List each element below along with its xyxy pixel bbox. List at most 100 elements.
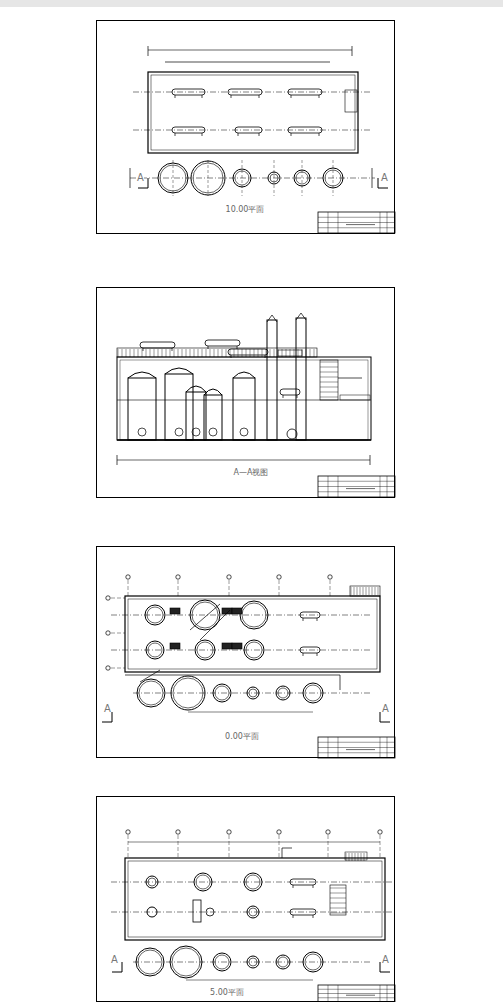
outline bbox=[148, 72, 358, 153]
drawing-line bbox=[338, 212, 339, 233]
drawing-line bbox=[231, 355, 232, 358]
horizontal-drum bbox=[205, 340, 240, 346]
drawing-line bbox=[330, 913, 346, 914]
drawing-line bbox=[130, 178, 375, 179]
outline bbox=[128, 861, 382, 937]
drawing-line bbox=[174, 349, 175, 357]
drawing-line bbox=[318, 227, 395, 228]
drawing-line bbox=[296, 313, 306, 320]
drawing-line bbox=[320, 367, 338, 368]
drawing-line bbox=[274, 160, 275, 196]
drawing-line bbox=[270, 62, 330, 63]
section-marker: A bbox=[381, 173, 388, 183]
drawing-line bbox=[372, 587, 373, 595]
drawing-line bbox=[387, 985, 388, 1002]
drawing-line bbox=[178, 580, 179, 596]
drawing-line bbox=[302, 160, 303, 196]
drawing-line bbox=[250, 349, 251, 357]
outline bbox=[222, 643, 232, 649]
outline bbox=[128, 378, 156, 440]
drawing-line bbox=[229, 835, 230, 858]
drawing-line bbox=[320, 362, 338, 363]
vessel-circle bbox=[194, 873, 212, 891]
drawing-line bbox=[111, 882, 395, 883]
drawing-line bbox=[128, 835, 129, 858]
vessel-circle bbox=[247, 906, 259, 918]
drawing-line bbox=[150, 349, 151, 357]
drawing-line bbox=[118, 349, 119, 357]
drawing-line bbox=[146, 349, 147, 357]
drawing-line bbox=[318, 747, 395, 748]
vessel-circle bbox=[146, 641, 164, 659]
drawing-line bbox=[369, 587, 370, 595]
drawing-line bbox=[170, 349, 171, 357]
vessel-dome bbox=[204, 389, 222, 395]
drawing-line bbox=[190, 349, 191, 357]
drawing-line bbox=[242, 160, 243, 196]
outline bbox=[128, 599, 377, 669]
drawing-line bbox=[351, 587, 352, 595]
drawing-line bbox=[126, 349, 127, 357]
vessel-dome bbox=[128, 372, 156, 378]
drawing-line bbox=[111, 598, 125, 599]
grid-bubble bbox=[106, 631, 110, 635]
drawing-line bbox=[231, 95, 232, 98]
drawing-line bbox=[111, 615, 372, 616]
grid-bubble bbox=[176, 830, 180, 834]
drawing-line bbox=[148, 46, 149, 56]
drawing-line bbox=[357, 587, 358, 595]
drawing-line bbox=[330, 908, 346, 909]
drawing-line bbox=[238, 349, 239, 357]
drawing-line bbox=[230, 349, 231, 357]
vessel-circle bbox=[195, 640, 215, 660]
vessel-circle bbox=[244, 640, 264, 660]
drawing-line bbox=[372, 168, 373, 188]
vessel-circle bbox=[147, 607, 163, 623]
drawing-line bbox=[133, 92, 372, 93]
sheet-caption: 10.00平面 bbox=[225, 206, 266, 215]
drawing-line bbox=[111, 912, 395, 913]
outline bbox=[117, 357, 371, 440]
drawing-line bbox=[214, 349, 215, 357]
drawing-line bbox=[338, 476, 339, 497]
outline bbox=[125, 596, 380, 672]
drawing-line bbox=[222, 349, 223, 357]
drawing-line bbox=[111, 650, 372, 651]
drawing-line bbox=[142, 349, 143, 357]
drawing-line bbox=[202, 349, 203, 357]
drawing-sheet: 10.00平面 bbox=[96, 20, 395, 234]
drawing-line bbox=[338, 985, 339, 1002]
drawing-line bbox=[318, 989, 395, 990]
drawing-line bbox=[122, 349, 123, 357]
drawing-line bbox=[314, 349, 315, 357]
vessel-circle bbox=[246, 642, 262, 658]
drawing-line bbox=[279, 835, 280, 858]
drawing-line bbox=[186, 980, 313, 981]
horizontal-drum bbox=[172, 89, 205, 95]
drawing-line bbox=[387, 212, 388, 233]
drawing-line bbox=[318, 491, 395, 492]
outline bbox=[165, 374, 193, 440]
drawing-line bbox=[380, 737, 381, 758]
drawing-line bbox=[128, 842, 380, 843]
horizontal-drum bbox=[290, 879, 316, 885]
drawing-line bbox=[346, 995, 375, 996]
drawing-line bbox=[328, 737, 329, 758]
outline bbox=[170, 643, 180, 649]
drawing-line bbox=[130, 168, 131, 188]
vessel-circle bbox=[242, 603, 266, 627]
vessel-circle bbox=[246, 875, 260, 889]
drawing-line bbox=[318, 217, 395, 218]
drawing-line bbox=[318, 742, 395, 743]
drawing-line bbox=[143, 348, 144, 351]
drawing-line bbox=[352, 46, 353, 56]
drawing-line bbox=[354, 587, 355, 595]
drawing-sheet: 5.00平面 bbox=[96, 796, 395, 1002]
drawing-line bbox=[117, 460, 370, 461]
section-marker: A bbox=[382, 704, 389, 714]
drawing-line bbox=[375, 587, 376, 595]
drawing-line bbox=[320, 392, 338, 393]
drawing-line bbox=[358, 853, 359, 861]
drawing-line bbox=[363, 587, 364, 595]
